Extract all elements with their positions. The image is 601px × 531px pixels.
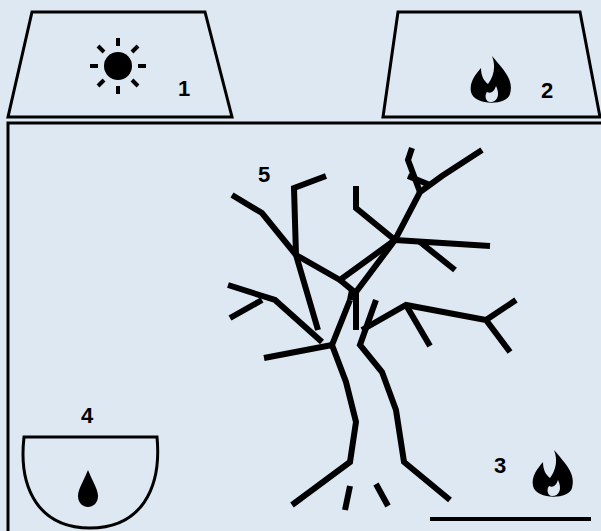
- callout-number: 3: [494, 455, 506, 477]
- trapezoid-outline: [383, 12, 600, 117]
- heat-plate: [430, 517, 591, 521]
- trapezoid-panel: 2: [383, 12, 600, 117]
- water-drop: [78, 470, 98, 507]
- trapezoid-panel: 1: [8, 12, 232, 117]
- sun-symbol: [90, 38, 146, 94]
- callout-number: 1: [178, 78, 190, 100]
- callout-number: 5: [258, 164, 270, 186]
- enclosure-frame: [8, 123, 601, 531]
- water-bowl: [23, 437, 158, 528]
- callout-number: 2: [541, 80, 553, 102]
- tree-symbol: [228, 148, 516, 510]
- flame-symbol: [471, 56, 511, 103]
- trapezoid-outline: [8, 12, 232, 117]
- callout-number: 4: [81, 405, 93, 427]
- flame-symbol: [533, 450, 573, 497]
